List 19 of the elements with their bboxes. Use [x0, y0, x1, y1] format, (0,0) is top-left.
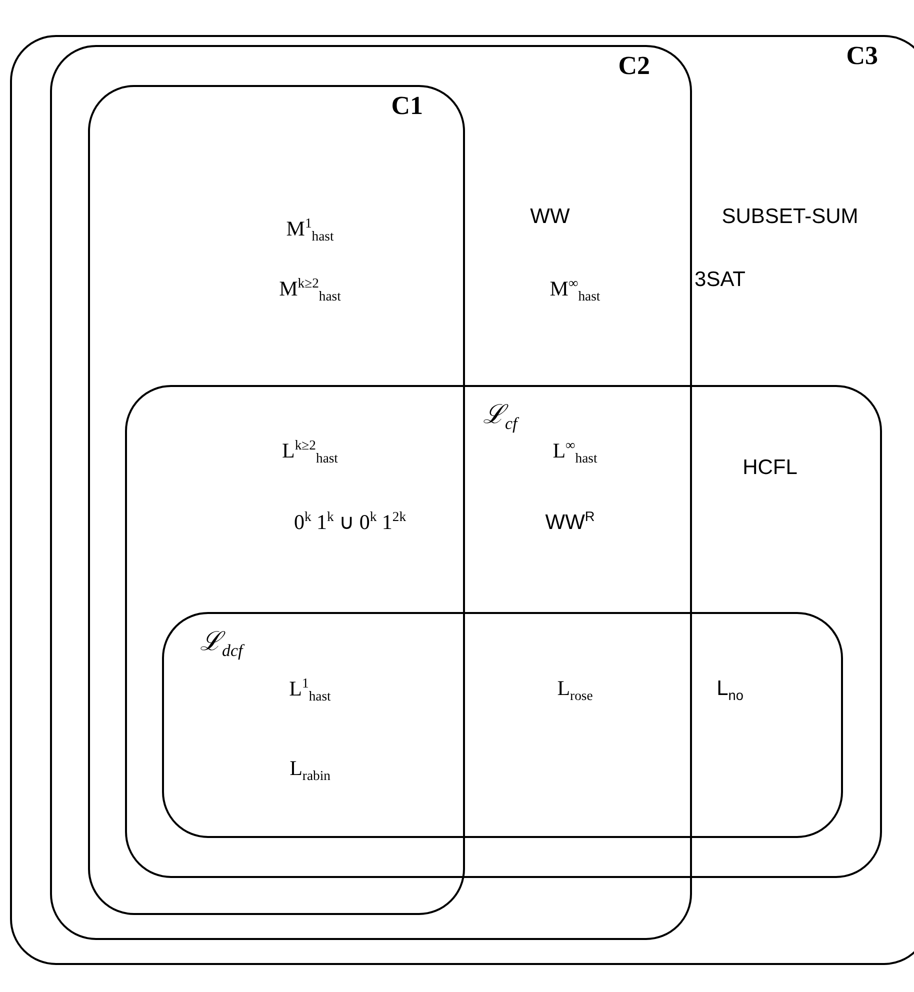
set-outline	[88, 85, 465, 915]
language-label: WW$^{R}$	[545, 509, 595, 535]
language-label: 0$^{k}$ 1$^{k}$ ∪ 0$^{k}$ 1$^{2k}$	[294, 509, 406, 535]
language-label: 3SAT	[694, 268, 746, 292]
language-label: L$_{rose}$	[557, 676, 593, 704]
language-label: L$_{rabin}$	[290, 756, 330, 784]
set-label: C1	[391, 91, 423, 121]
language-label: SUBSET-SUM	[722, 205, 858, 229]
set-label: ℒ$_{cf}$	[483, 399, 518, 434]
set-label: ℒ$_{dcf}$	[200, 626, 243, 662]
language-label: WW	[530, 205, 570, 229]
set-outline	[50, 45, 692, 940]
language-label: L$_{no}$	[716, 676, 744, 704]
set-label: C2	[618, 51, 650, 81]
language-label: HCFL	[742, 456, 798, 480]
set-outline	[162, 612, 843, 838]
set-outline	[125, 385, 882, 878]
set-label: C3	[846, 41, 878, 71]
set-outline	[10, 35, 914, 965]
